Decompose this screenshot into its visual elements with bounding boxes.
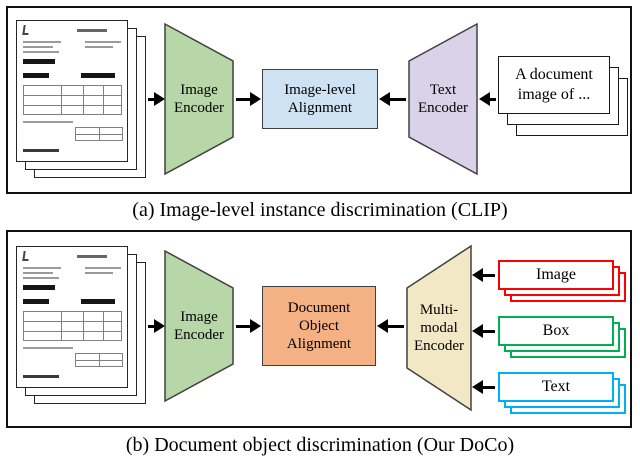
prompt-card-front: A document image of ... (498, 56, 610, 114)
arrow-image-cards-to-encoder (472, 268, 495, 282)
doc-invoice-title (77, 29, 107, 32)
doc-invoice-title (77, 255, 107, 258)
caption-panel-a: (a) Image-level instance discrimination … (132, 199, 508, 221)
doc-logo-mark (22, 251, 30, 261)
arrow-docs-to-image-encoder (148, 92, 165, 106)
doc-footer-text (23, 375, 59, 378)
card-label: Image (536, 266, 576, 283)
arrow-box-cards-to-encoder (472, 324, 495, 338)
caption-panel-b: (b) Document object discrimination (Our … (125, 434, 515, 456)
card-front: Text (498, 372, 614, 402)
doc-totals-table (75, 127, 123, 141)
prompt-text: A document image of ... (515, 66, 593, 103)
document-object-alignment-box: Document Object Alignment (262, 286, 376, 366)
arrow-prompts-to-text-encoder (479, 92, 496, 106)
arrow-multimodal-encoder-to-alignment (377, 319, 404, 333)
document-page-front (16, 246, 128, 388)
image-encoder-label: Image Encoder (174, 309, 224, 343)
arrow-image-encoder-to-alignment (236, 319, 261, 333)
image-object-stack: Image (498, 260, 630, 306)
arrow-text-cards-to-encoder (472, 380, 495, 394)
card-label: Text (541, 378, 571, 395)
doc-redaction-bar (23, 59, 55, 64)
text-encoder-label: Text Encoder (418, 82, 468, 116)
card-label: Box (542, 322, 570, 339)
text-encoder-shape (408, 22, 478, 176)
document-image-stack (16, 246, 148, 406)
panel-doco: Image Encoder Document Object Alignment … (6, 230, 632, 428)
doc-table (23, 311, 122, 341)
doc-redaction-bar (81, 73, 115, 78)
doc-redaction-bar (23, 285, 55, 290)
image-level-alignment-box: Image-level Alignment (262, 69, 378, 129)
arrow-image-encoder-to-alignment (236, 92, 261, 106)
image-encoder-label: Image Encoder (174, 82, 224, 116)
document-page-front (16, 20, 128, 162)
arrow-text-encoder-to-alignment (379, 92, 406, 106)
box-object-stack: Box (498, 316, 630, 362)
card-front: Image (498, 260, 614, 290)
text-prompt-stack: A document image of ... (498, 56, 630, 138)
panel-clip: Image Encoder Image-level Alignment Text… (6, 6, 632, 194)
card-front: Box (498, 316, 614, 346)
doc-table (23, 85, 122, 115)
doc-totals-table (75, 353, 123, 367)
doc-logo-mark (22, 25, 30, 35)
text-object-stack: Text (498, 372, 630, 418)
doc-redaction-bar (81, 299, 115, 304)
doc-redaction-bar (23, 73, 49, 78)
image-encoder-shape (164, 22, 234, 176)
arrow-docs-to-image-encoder (148, 319, 165, 333)
image-encoder-shape (164, 249, 234, 403)
doc-redaction-bar (23, 299, 49, 304)
multimodal-encoder-label: Multi-modal Encoder (414, 302, 464, 354)
doc-footer-text (23, 149, 59, 152)
document-image-stack (16, 20, 148, 180)
multimodal-encoder-shape (406, 244, 472, 412)
